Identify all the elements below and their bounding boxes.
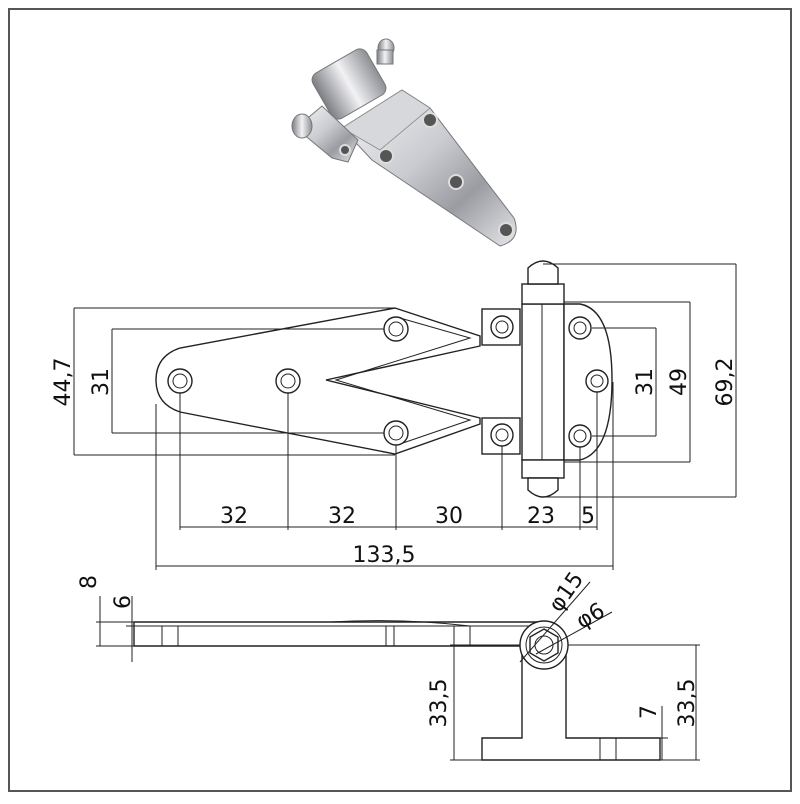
dim-spacing-3: 30 [435,504,463,529]
dim-overall-length: 133,5 [353,543,416,568]
dim-spacing-4: 23 [527,504,555,529]
top-view: 44,7 31 31 49 69,2 32 32 30 23 5 133,5 [51,260,738,570]
side-view: 8 6 φ15 φ6 33,5 7 33,5 [77,568,700,761]
dim-hinge-height: 49 [667,368,692,396]
dim-plate-height: 44,7 [51,358,76,407]
dim-foot-thickness: 7 [637,705,662,719]
border-frame [8,8,792,792]
dim-hole-spacing-right: 31 [633,368,658,396]
dim-spacing-1: 32 [220,504,248,529]
dim-plate-thickness-outer: 8 [77,575,102,589]
dim-plate-thickness-inner: 6 [111,595,136,609]
dim-spacing-2: 32 [328,504,356,529]
hinge-photo [291,38,517,247]
dim-leg-height-right: 33,5 [675,679,700,728]
dim-pin-inner-diameter: φ6 [572,598,609,634]
dim-spacing-5: 5 [581,504,595,529]
dim-hole-spacing-left: 31 [89,368,114,396]
mounting-hole [167,315,609,448]
dim-leg-height-left: 33,5 [427,679,452,728]
dim-total-height: 69,2 [713,358,738,407]
